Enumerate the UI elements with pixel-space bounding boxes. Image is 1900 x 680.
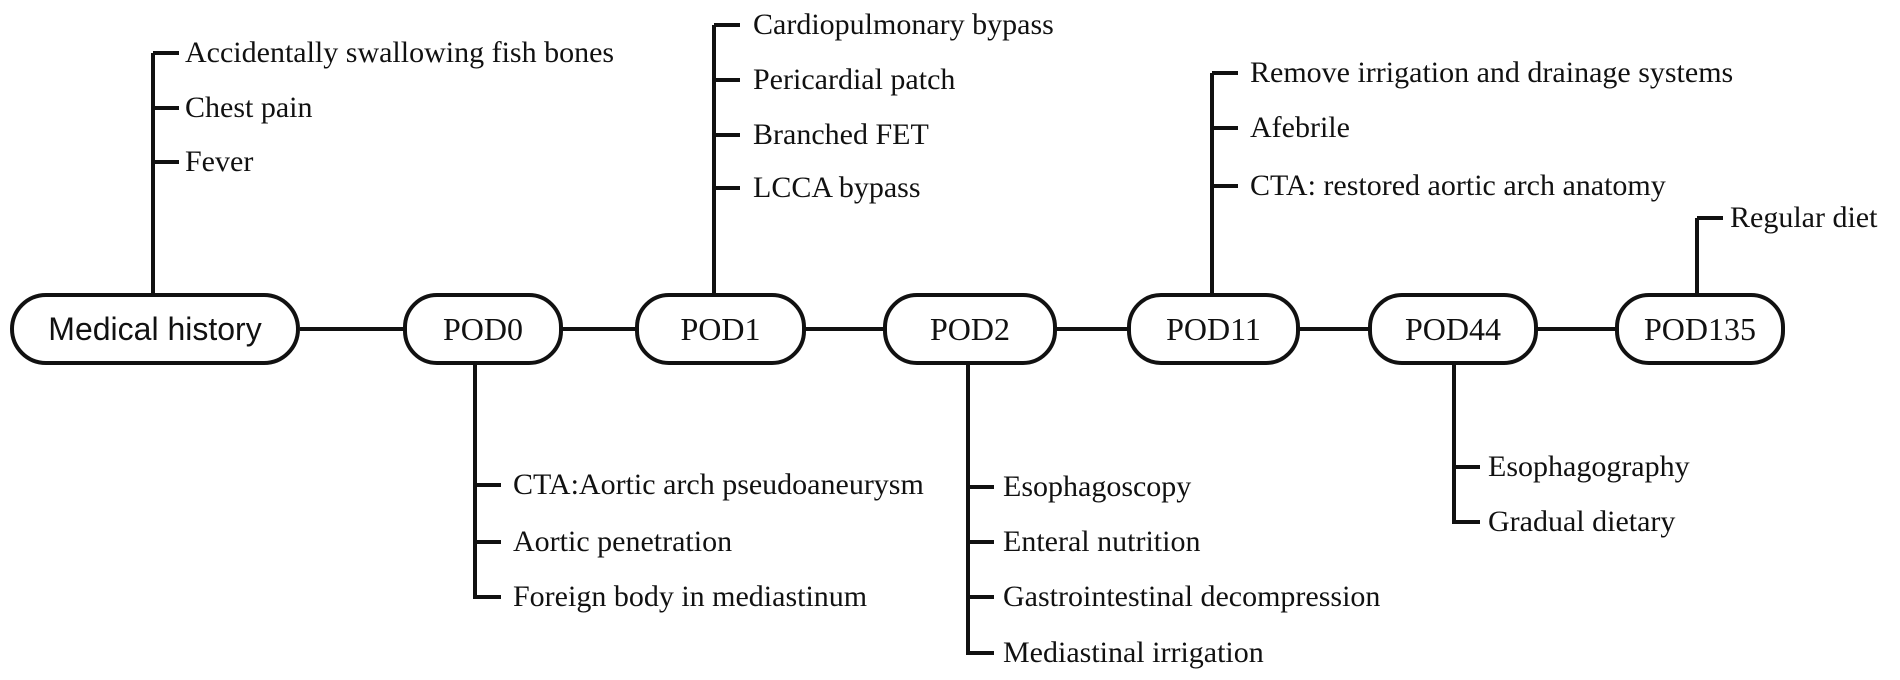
branch-item-label: Gradual dietary xyxy=(1488,505,1676,538)
branch-stem xyxy=(1695,218,1699,295)
branch-tick xyxy=(1212,184,1238,188)
connector-line xyxy=(563,327,635,331)
branch-item-label: CTA: restored aortic arch anatomy xyxy=(1250,169,1666,202)
branch-tick xyxy=(1454,520,1480,524)
branch-tick xyxy=(968,485,994,489)
branch-item-label: Pericardial patch xyxy=(753,63,956,96)
branch-item-label: Fever xyxy=(185,145,254,178)
branch-tick xyxy=(714,78,740,82)
branch-item-label: LCCA bypass xyxy=(753,171,921,204)
branch-tick xyxy=(714,133,740,137)
branch-stem xyxy=(712,25,716,295)
connector-line xyxy=(1538,327,1615,331)
branch-tick xyxy=(1212,71,1238,75)
branch-item-label: Afebrile xyxy=(1250,111,1350,144)
branch-tick xyxy=(714,186,740,190)
branch-tick xyxy=(1697,216,1723,220)
branch-tick xyxy=(153,160,179,164)
branch-item-label: Accidentally swallowing fish bones xyxy=(185,36,615,69)
branch-tick xyxy=(968,540,994,544)
node-pod1: POD1 xyxy=(635,293,806,365)
branch-item-label: Gastrointestinal decompression xyxy=(1003,580,1381,613)
branch-tick xyxy=(1454,465,1480,469)
branch-tick xyxy=(1212,126,1238,130)
branch-tick xyxy=(968,651,994,655)
node-pod135: POD135 xyxy=(1615,293,1785,365)
branch-tick xyxy=(153,106,179,110)
node-pod0: POD0 xyxy=(403,293,563,365)
branch-tick xyxy=(475,595,501,599)
connector-line xyxy=(1057,327,1127,331)
node-pod2: POD2 xyxy=(883,293,1057,365)
connector-line xyxy=(806,327,883,331)
branch-item-label: Cardiopulmonary bypass xyxy=(753,8,1054,41)
branch-stem xyxy=(1452,361,1456,524)
branch-tick xyxy=(714,23,740,27)
branch-item-label: Remove irrigation and drainage systems xyxy=(1250,56,1734,89)
node-pod11: POD11 xyxy=(1127,293,1300,365)
branch-tick xyxy=(475,540,501,544)
branch-stem xyxy=(966,361,970,655)
branch-tick xyxy=(968,595,994,599)
branch-item-label: CTA:Aortic arch pseudoaneurysm xyxy=(513,468,924,501)
branch-tick xyxy=(153,51,179,55)
connector-line xyxy=(300,327,403,331)
branch-item-label: Branched FET xyxy=(753,118,929,151)
branch-stem xyxy=(473,361,477,599)
branch-item-label: Aortic penetration xyxy=(513,525,733,558)
connector-line xyxy=(1300,327,1368,331)
node-pod44: POD44 xyxy=(1368,293,1538,365)
branch-stem xyxy=(151,53,155,295)
branch-item-label: Chest pain xyxy=(185,91,313,124)
node-medical-history: Medical history xyxy=(10,293,300,365)
branch-item-label: Enteral nutrition xyxy=(1003,525,1201,558)
branch-item-label: Esophagoscopy xyxy=(1003,470,1192,503)
branch-tick xyxy=(475,483,501,487)
branch-item-label: Esophagography xyxy=(1488,450,1690,483)
branch-item-label: Mediastinal irrigation xyxy=(1003,636,1264,669)
branch-item-label: Foreign body in mediastinum xyxy=(513,580,868,613)
branch-item-label: Regular diet xyxy=(1730,201,1878,234)
